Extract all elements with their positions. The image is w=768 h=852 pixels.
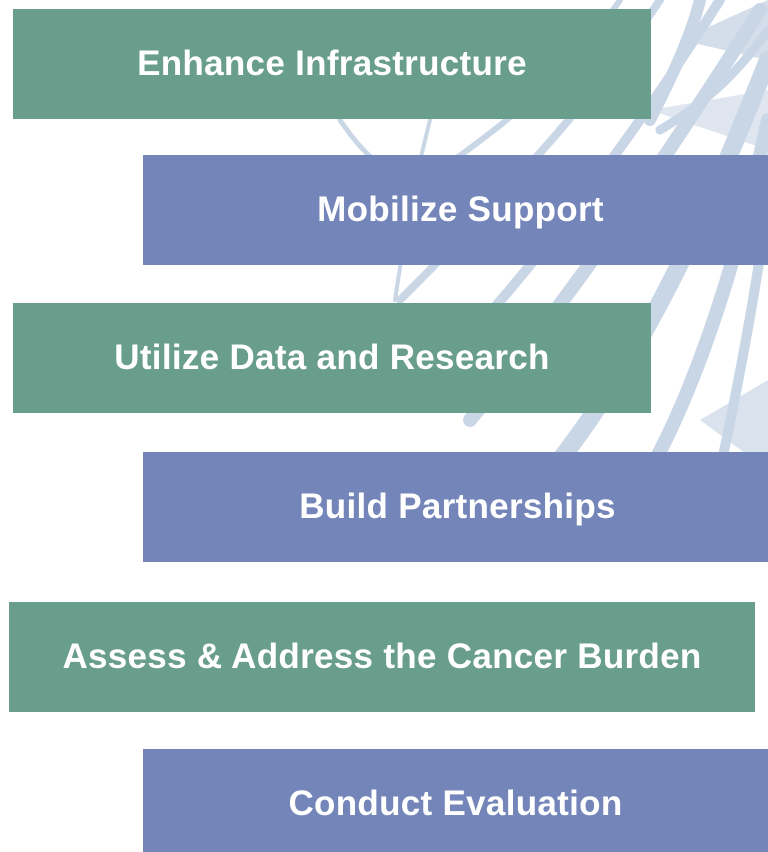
step-label: Mobilize Support — [317, 190, 604, 229]
step-box-mobilize-support: Mobilize Support — [143, 155, 768, 265]
step-label: Conduct Evaluation — [288, 784, 623, 823]
step-label: Build Partnerships — [299, 487, 616, 526]
step-box-enhance-infrastructure: Enhance Infrastructure — [13, 9, 651, 119]
step-box-utilize-data-and-research: Utilize Data and Research — [13, 303, 651, 413]
step-label: Utilize Data and Research — [114, 338, 550, 377]
step-label: Enhance Infrastructure — [137, 44, 527, 83]
step-box-build-partnerships: Build Partnerships — [143, 452, 768, 562]
palm-frond-fills — [650, 0, 768, 470]
step-box-assess-address-cancer-burden: Assess & Address the Cancer Burden — [9, 602, 755, 712]
step-label: Assess & Address the Cancer Burden — [62, 637, 702, 676]
step-box-conduct-evaluation: Conduct Evaluation — [143, 749, 768, 852]
